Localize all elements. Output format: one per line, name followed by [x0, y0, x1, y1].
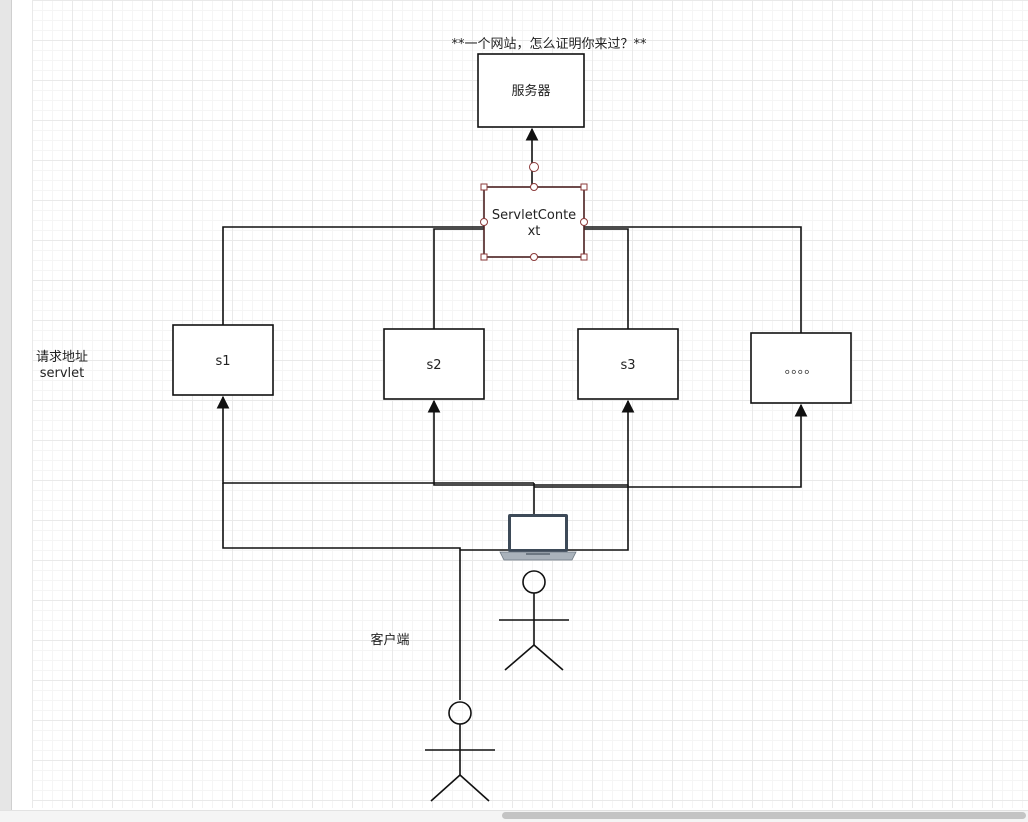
servlet-label-s3: s3 [620, 358, 635, 373]
edge-context-s1[interactable] [222, 226, 484, 325]
servletcontext-label-line2: xt [528, 224, 541, 239]
horizontal-scrollbar-thumb[interactable] [502, 812, 1026, 819]
servlet-label-s2: s2 [426, 358, 441, 373]
diagram-title[interactable]: **一个网站，怎么证明你来过？** [451, 37, 647, 52]
servlet-label-more: 。。。。 [785, 362, 818, 377]
edge-client-s1[interactable] [216, 395, 534, 484]
stick-figure-icon[interactable] [425, 701, 495, 802]
servlet-node-more[interactable]: 。。。。 [750, 332, 852, 404]
edge-context-s2[interactable] [433, 228, 484, 329]
server-label: 服务器 [511, 83, 550, 99]
servlet-node-s2[interactable]: s2 [383, 328, 485, 400]
servlet-node-s1[interactable]: s1 [172, 324, 274, 396]
stick-figure-icon[interactable] [499, 570, 569, 671]
edge-client-s3[interactable] [534, 399, 635, 486]
client-label[interactable]: 客户端 [370, 632, 409, 648]
rotate-handle[interactable] [529, 162, 539, 172]
servlet-node-s3[interactable]: s3 [577, 328, 679, 400]
edge-context-more[interactable] [584, 226, 802, 333]
servlet-label-s1: s1 [215, 354, 230, 369]
side-label-line2[interactable]: servlet [40, 366, 85, 381]
servletcontext-node[interactable]: ServletConte xt [480, 162, 588, 261]
edge-client2-left[interactable] [222, 483, 461, 700]
side-label-line1[interactable]: 请求地址 [36, 350, 88, 365]
edge-context-s3[interactable] [584, 228, 629, 329]
left-rail [0, 0, 12, 810]
selection-handles[interactable] [480, 183, 588, 261]
server-node[interactable]: 服务器 [477, 53, 585, 128]
edge-client-s2[interactable] [427, 399, 534, 486]
laptop-icon[interactable] [499, 514, 577, 561]
servletcontext-label-line1: ServletConte [492, 208, 576, 223]
edge-client-more[interactable] [534, 403, 808, 488]
